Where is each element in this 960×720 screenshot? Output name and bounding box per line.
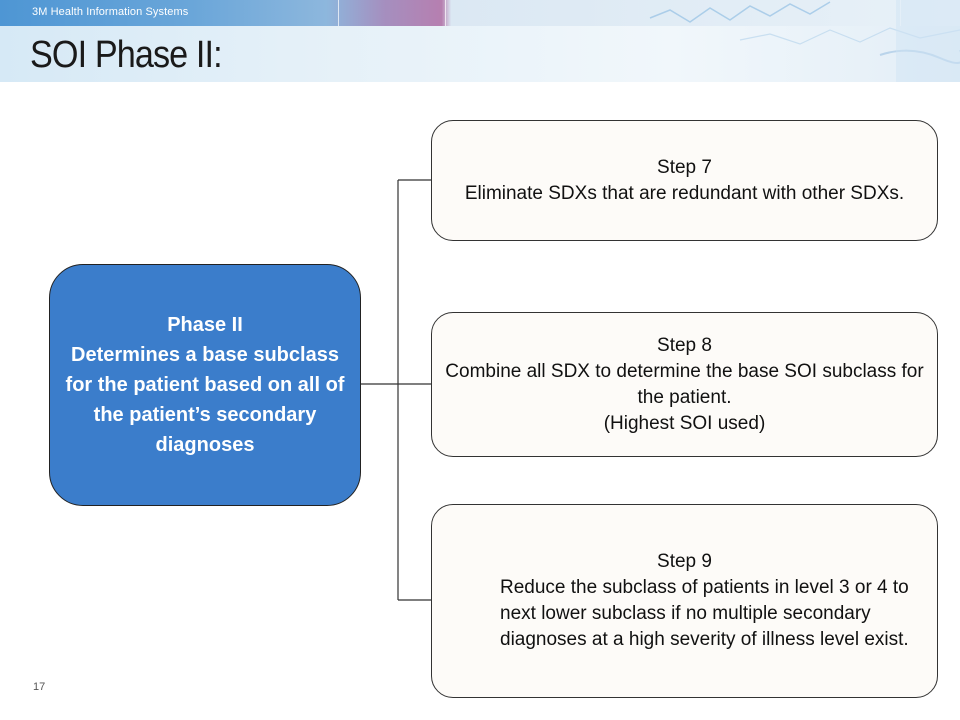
step-7-node: Step 7 Eliminate SDXs that are redundant… <box>431 120 938 241</box>
step-8-text: Combine all SDX to determine the base SO… <box>445 360 924 408</box>
decorative-wave-graphic <box>649 0 960 82</box>
strip-divider <box>445 0 446 26</box>
step-8-note: (Highest SOI used) <box>603 412 766 434</box>
header-banner: 3M Health Information Systems SOI Phase … <box>0 0 960 82</box>
step-9-text: Reduce the subclass of patients in level… <box>500 577 909 650</box>
step-8-label: Step 8 <box>657 334 712 356</box>
strip-divider <box>338 0 339 26</box>
slide-title: SOI Phase II: <box>30 34 223 76</box>
step-9-node: Step 9 Reduce the subclass of patients i… <box>431 504 938 698</box>
header-strip <box>0 0 960 26</box>
page-number: 17 <box>33 681 46 693</box>
step-8-node: Step 8 Combine all SDX to determine the … <box>431 312 938 457</box>
phase-title: Phase II <box>167 314 243 336</box>
step-7-text: Eliminate SDXs that are redundant with o… <box>464 182 905 204</box>
phase-ii-node: Phase II Determines a base subclass for … <box>49 264 361 506</box>
phase-description: Determines a base subclass for the patie… <box>65 344 345 456</box>
company-name: 3M Health Information Systems <box>32 6 189 18</box>
step-7-label: Step 7 <box>657 156 712 178</box>
step-9-label: Step 9 <box>657 551 712 572</box>
